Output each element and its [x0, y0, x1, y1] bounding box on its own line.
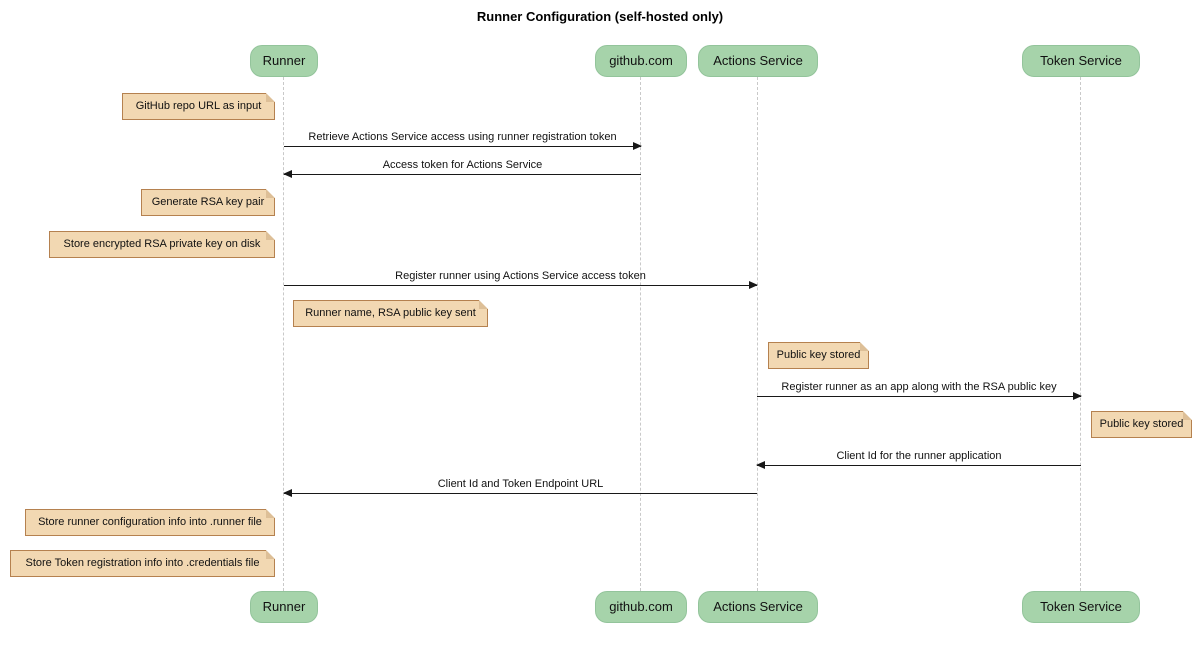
lifeline-runner	[283, 77, 284, 591]
note-public-key-stored-actions-service: Public key stored	[768, 342, 869, 369]
participant-runner-top: Runner	[250, 45, 318, 77]
message-register-runner-as-app: Register runner as an app along with the…	[757, 381, 1082, 400]
message-label: Retrieve Actions Service access using ru…	[308, 131, 617, 143]
note-runner-name-public-key: Runner name, RSA public key sent	[293, 300, 488, 327]
message-register-runner: Register runner using Actions Service ac…	[284, 270, 758, 289]
participant-token-service-bottom: Token Service	[1022, 591, 1140, 623]
message-arrow	[756, 461, 1081, 469]
message-label: Client Id and Token Endpoint URL	[437, 478, 604, 490]
lifeline-actions-service	[757, 77, 758, 591]
message-arrow	[284, 142, 642, 150]
note-public-key-stored-token-service: Public key stored	[1091, 411, 1192, 438]
message-retrieve-actions-service-access: Retrieve Actions Service access using ru…	[284, 131, 642, 150]
diagram-title: Runner Configuration (self-hosted only)	[476, 9, 724, 24]
lifeline-token-service	[1080, 77, 1081, 591]
lifeline-github-com	[640, 77, 641, 591]
message-access-token: Access token for Actions Service	[283, 159, 641, 178]
message-arrow	[757, 392, 1082, 400]
note-store-encrypted-rsa-key: Store encrypted RSA private key on disk	[49, 231, 275, 258]
participant-github-com-top: github.com	[595, 45, 687, 77]
message-label: Register runner using Actions Service ac…	[395, 270, 646, 282]
message-arrow	[283, 489, 757, 497]
participant-runner-bottom: Runner	[250, 591, 318, 623]
participant-actions-service-bottom: Actions Service	[698, 591, 818, 623]
note-generate-rsa-key-pair: Generate RSA key pair	[141, 189, 275, 216]
message-arrow	[283, 170, 641, 178]
note-store-token-registration: Store Token registration info into .cred…	[10, 550, 275, 577]
note-store-runner-configuration: Store runner configuration info into .ru…	[25, 509, 275, 536]
message-client-id-for-runner-app: Client Id for the runner application	[756, 450, 1081, 469]
participant-github-com-bottom: github.com	[595, 591, 687, 623]
participant-token-service-top: Token Service	[1022, 45, 1140, 77]
participant-actions-service-top: Actions Service	[698, 45, 818, 77]
message-label: Client Id for the runner application	[836, 450, 1002, 462]
message-client-id-and-token-endpoint: Client Id and Token Endpoint URL	[283, 478, 757, 497]
message-arrow	[284, 281, 758, 289]
message-label: Register runner as an app along with the…	[781, 381, 1057, 393]
note-github-repo-url: GitHub repo URL as input	[122, 93, 275, 120]
message-label: Access token for Actions Service	[382, 159, 543, 171]
